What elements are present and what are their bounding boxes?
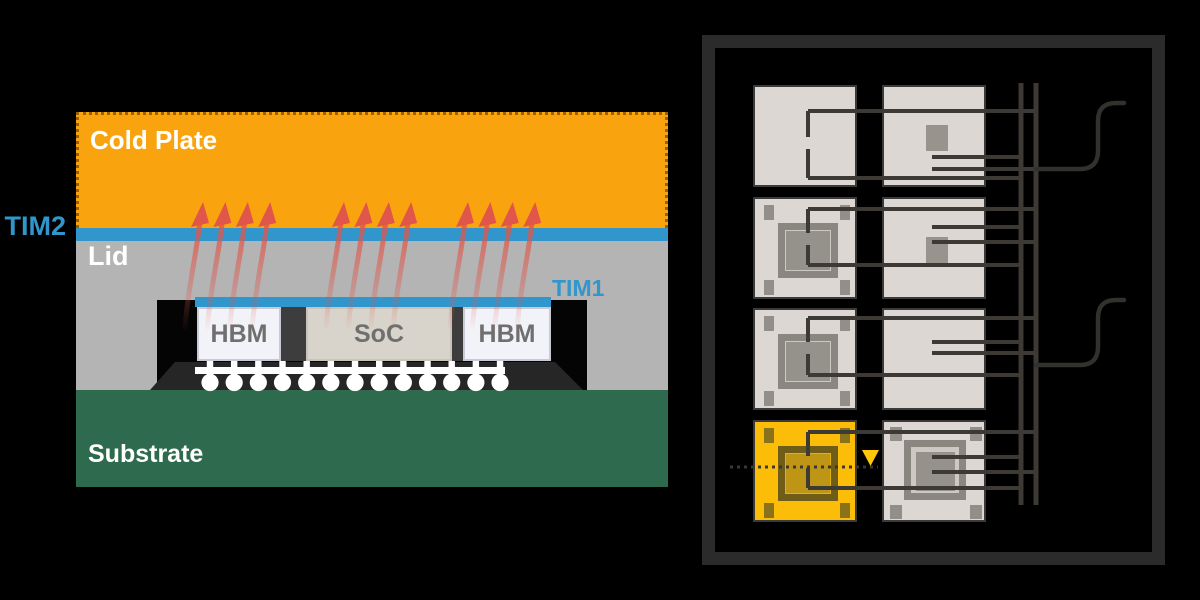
chip-pad bbox=[764, 205, 774, 220]
hbm-right-die: HBM bbox=[463, 307, 551, 361]
tim2-layer bbox=[76, 228, 668, 241]
chip-pad bbox=[764, 391, 774, 406]
floorplan-frame bbox=[702, 35, 1165, 565]
substrate-label: Substrate bbox=[88, 440, 204, 468]
soc-label: SoC bbox=[354, 319, 404, 348]
chip-pad bbox=[840, 391, 850, 406]
cold-plate-label: Cold Plate bbox=[90, 125, 218, 155]
hbm-left-die: HBM bbox=[197, 307, 281, 361]
soc-die: SoC bbox=[306, 307, 452, 361]
hbm-right-label: HBM bbox=[478, 319, 536, 348]
chip-pad bbox=[970, 505, 982, 519]
hbm-left-label: HBM bbox=[210, 319, 268, 348]
chip-pad bbox=[764, 428, 774, 443]
tim1-label: TIM1 bbox=[552, 275, 605, 301]
tim1-layer bbox=[195, 297, 551, 307]
chip-pad bbox=[840, 280, 850, 295]
floorplan-panel bbox=[702, 35, 1165, 565]
lid-label: Lid bbox=[88, 241, 129, 271]
cross-section-diagram: HBM SoC HBM Cold Plate Lid TIM1 Substrat… bbox=[76, 112, 668, 487]
chip-row: HBM SoC HBM bbox=[197, 307, 551, 361]
chip-pad bbox=[764, 503, 774, 518]
chip-pad bbox=[764, 280, 774, 295]
substrate-layer bbox=[76, 390, 668, 487]
chip-pad bbox=[840, 503, 850, 518]
tim2-label: TIM2 bbox=[4, 211, 66, 241]
chip-pad bbox=[764, 316, 774, 331]
chip-pad bbox=[890, 505, 902, 519]
